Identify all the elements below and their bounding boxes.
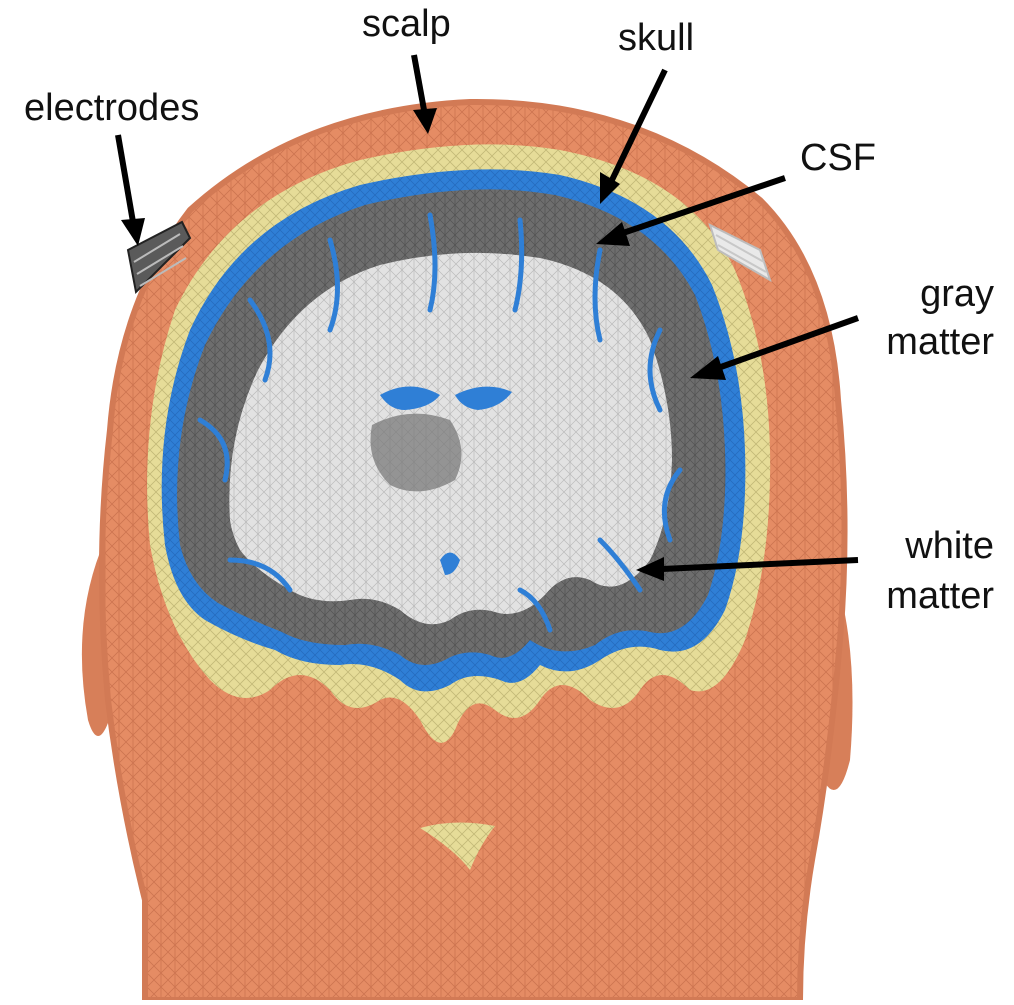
label-gray-line2: matter (886, 320, 994, 364)
label-scalp: scalp (362, 2, 451, 46)
label-gray-line1: gray (920, 272, 994, 316)
label-skull: skull (618, 16, 694, 60)
arrow-electrodes (118, 135, 145, 246)
label-white-line2: matter (886, 574, 994, 618)
label-csf: CSF (800, 136, 876, 180)
label-white-line1: white (905, 524, 994, 568)
label-electrodes: electrodes (24, 86, 199, 130)
